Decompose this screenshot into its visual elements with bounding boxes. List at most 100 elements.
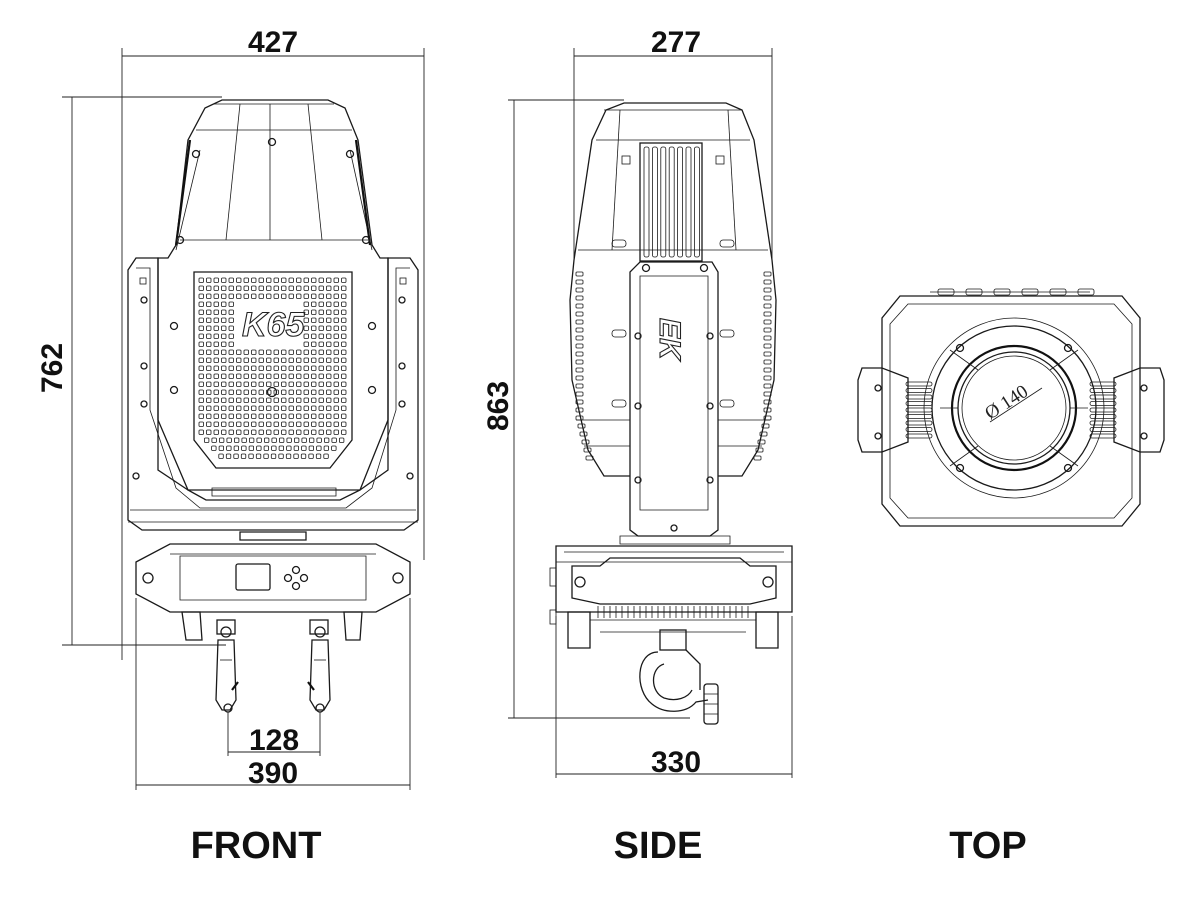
grille-hole	[303, 357, 309, 363]
grille-hole	[266, 373, 272, 379]
grille-hole	[318, 293, 324, 299]
connector	[965, 288, 983, 296]
fin	[1089, 414, 1117, 419]
grille-hole	[243, 277, 249, 283]
grille-hole	[213, 381, 219, 387]
grille-hole	[296, 413, 302, 419]
grille-hole	[288, 381, 294, 387]
grille-hole	[243, 285, 249, 291]
grille-hole	[266, 285, 272, 291]
grille-hole	[288, 357, 294, 363]
fin	[905, 407, 933, 413]
front-dim-base: 390	[135, 598, 411, 790]
grille-hole	[221, 429, 227, 435]
grille-hole	[258, 429, 264, 435]
vent-slot	[763, 415, 772, 421]
vent-slot	[575, 287, 584, 293]
grille-hole	[273, 381, 279, 387]
front-grille	[198, 277, 347, 459]
grille-hole	[228, 293, 234, 299]
grille-hole	[243, 389, 249, 395]
grille-hole	[213, 349, 219, 355]
grille-hole	[258, 397, 264, 403]
grille-hole	[251, 293, 257, 299]
grille-hole	[228, 397, 234, 403]
grille-hole	[333, 397, 339, 403]
front-dim-clamp: 128	[227, 712, 321, 757]
vent-slot	[575, 391, 584, 397]
grille-hole	[303, 413, 309, 419]
grille-hole	[221, 277, 227, 283]
grille-hole	[241, 445, 247, 451]
grille-hole	[326, 397, 332, 403]
grille-hole	[341, 333, 347, 339]
grille-hole	[263, 445, 270, 451]
vent-slot	[585, 455, 594, 461]
grille-hole	[251, 397, 257, 403]
grille-hole	[198, 285, 204, 291]
grille-hole	[213, 317, 219, 323]
vent-slot	[763, 295, 772, 301]
vent-slot	[763, 383, 772, 389]
grille-hole	[236, 429, 242, 435]
grille-hole	[318, 413, 324, 419]
grille-hole	[236, 373, 242, 379]
grille-hole	[228, 381, 234, 387]
fin	[905, 433, 933, 439]
vent-slot	[575, 271, 584, 277]
grille-hole	[270, 453, 277, 459]
grille-hole	[213, 365, 219, 371]
grille-hole	[326, 389, 332, 395]
grille-hole	[213, 397, 219, 403]
grille-hole	[251, 405, 257, 411]
grille-hole	[206, 389, 212, 395]
grille-hole	[221, 317, 227, 323]
vent-slot	[763, 287, 772, 293]
grille-hole	[296, 373, 302, 379]
grille-hole	[296, 277, 302, 283]
grille-hole	[278, 437, 285, 443]
vent-slot	[763, 327, 772, 333]
grille-hole	[226, 437, 232, 443]
vent-slot	[763, 351, 772, 357]
heatsink-fin	[643, 146, 650, 258]
grille-hole	[236, 349, 242, 355]
grille-hole	[198, 293, 204, 299]
grille-hole	[296, 381, 302, 387]
side-dim-width-top: 277	[573, 26, 773, 260]
grille-hole	[281, 429, 287, 435]
front-button-right-icon	[299, 573, 309, 583]
grille-hole	[213, 325, 219, 331]
grille-hole	[271, 445, 277, 451]
grille-hole	[281, 357, 287, 363]
heatsink-fin	[694, 146, 700, 258]
grille-hole	[326, 373, 332, 379]
fin	[1089, 433, 1117, 439]
grille-hole	[341, 293, 347, 299]
grille-hole	[251, 413, 257, 419]
vent-slot	[575, 319, 584, 325]
grille-hole	[258, 357, 264, 363]
grille-hole	[296, 293, 302, 299]
grille-hole	[341, 357, 347, 363]
grille-hole	[303, 365, 309, 371]
grille-hole	[248, 453, 254, 459]
grille-hole	[258, 277, 264, 283]
fin	[1089, 381, 1117, 387]
grille-hole	[303, 349, 309, 355]
grille-hole	[326, 301, 332, 307]
vent-slot	[761, 423, 770, 429]
grille-hole	[333, 325, 339, 331]
grille-hole	[303, 429, 309, 435]
grille-hole	[288, 373, 294, 379]
grille-hole	[323, 453, 329, 459]
grille-hole	[333, 381, 339, 387]
grille-hole	[311, 333, 317, 339]
grille-hole	[281, 285, 287, 291]
fin	[1089, 401, 1117, 406]
grille-hole	[258, 389, 264, 395]
grille-hole	[288, 277, 294, 283]
grille-hole	[318, 389, 324, 395]
grille-hole	[198, 429, 204, 435]
grille-hole	[258, 421, 264, 427]
